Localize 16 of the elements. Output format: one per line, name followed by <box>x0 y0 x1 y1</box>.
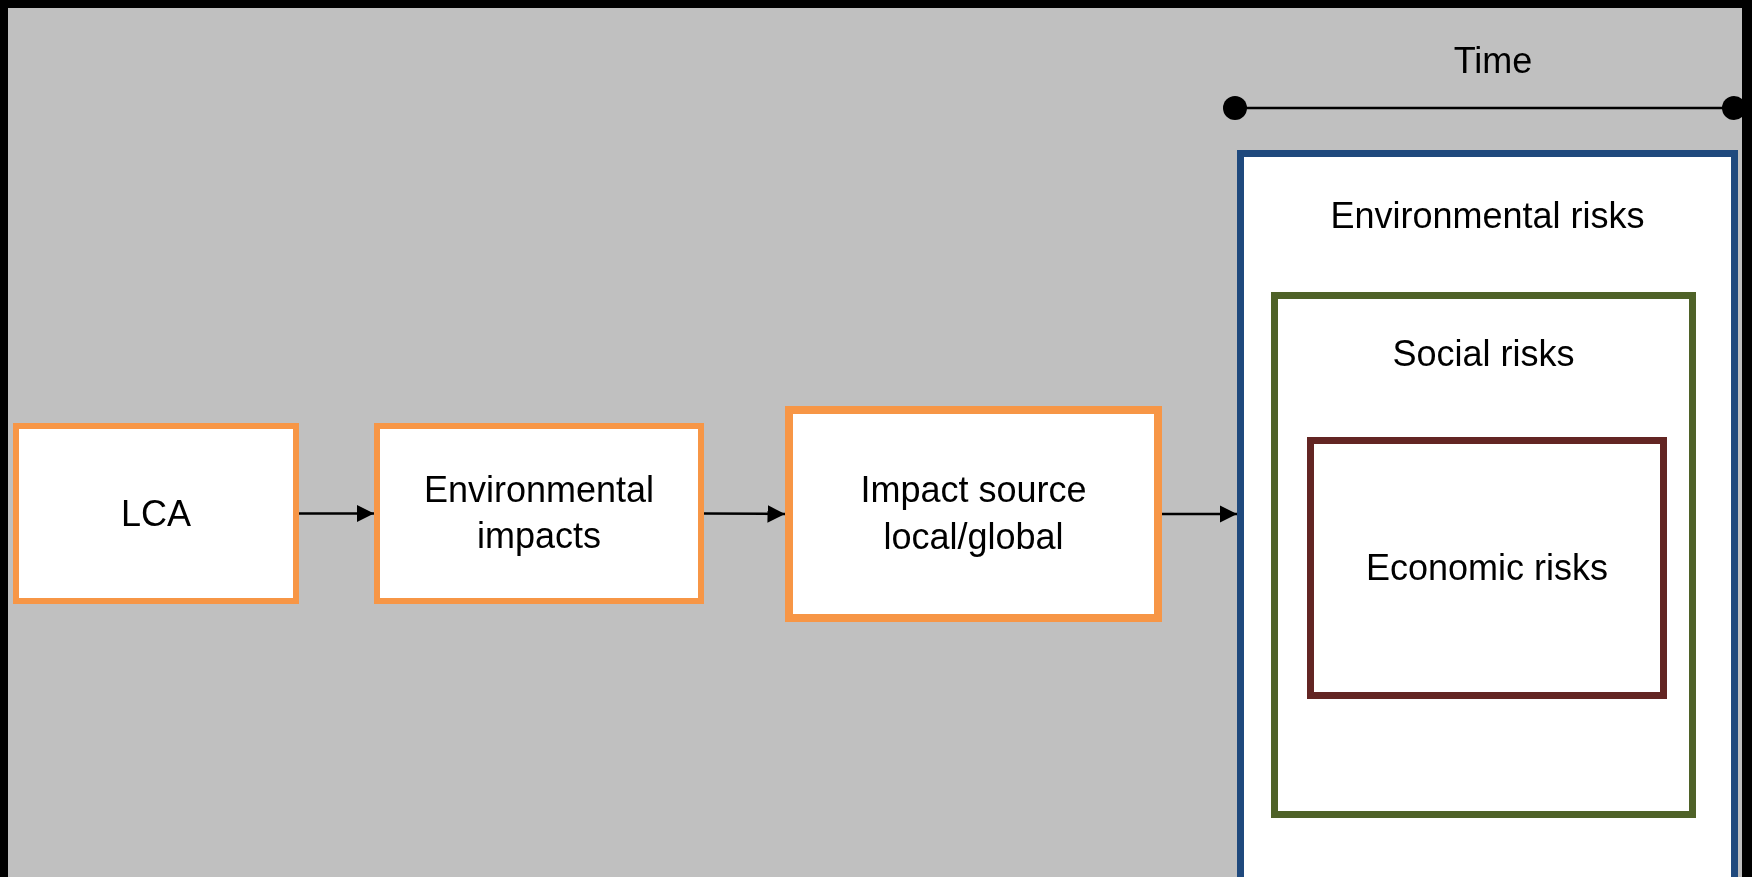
process-box <box>13 423 299 604</box>
process-box <box>785 406 1162 622</box>
box-heading: Social risks <box>1391 332 1576 376</box>
arrow <box>1162 505 1237 523</box>
risk-box <box>1271 292 1696 818</box>
risk-box <box>1307 437 1667 699</box>
arrow <box>704 505 785 523</box>
process-box <box>374 423 704 604</box>
box-heading: Environmental risks <box>1329 194 1646 238</box>
box-label: Environmental impacts <box>422 467 656 559</box>
axis-label: Time <box>1452 39 1534 83</box>
box-label: LCA <box>120 491 192 536</box>
arrow <box>299 504 374 523</box>
risk-box <box>1237 150 1738 877</box>
box-label: Impact source local/global <box>859 468 1088 559</box>
box-label: Economic risks <box>1364 545 1610 590</box>
